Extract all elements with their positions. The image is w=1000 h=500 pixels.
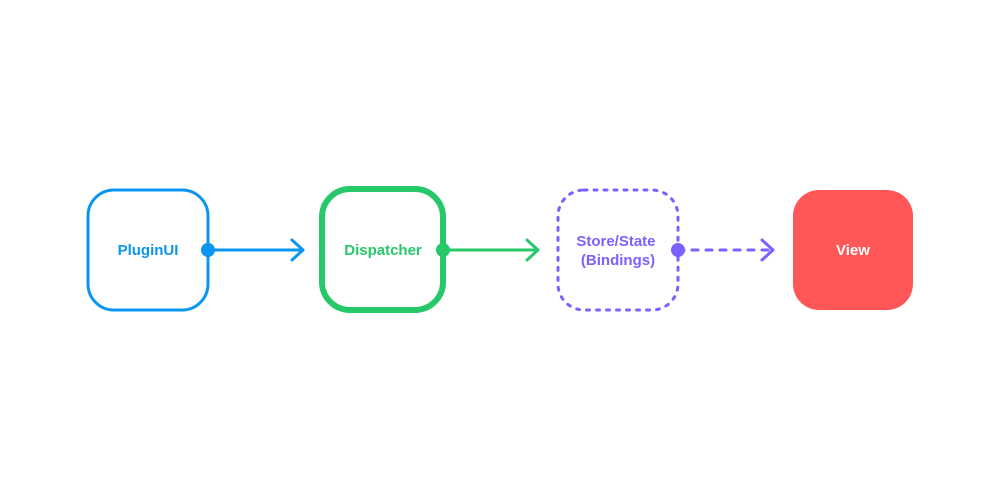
node-store-label: Store/State (Bindings) <box>576 233 659 269</box>
node-dispatcher-label: Dispatcher <box>344 242 422 259</box>
edge-pluginui-dispatcher <box>201 238 305 262</box>
node-pluginui[interactable]: PluginUI <box>86 188 210 312</box>
node-store[interactable]: Store/State (Bindings) <box>556 188 680 312</box>
edges <box>201 238 775 262</box>
edge-dispatcher-store <box>436 238 540 262</box>
node-view-label: View <box>836 242 870 259</box>
nodes: PluginUI Dispatcher Store/State (Binding… <box>86 186 913 313</box>
node-view[interactable]: View <box>793 190 913 310</box>
node-dispatcher[interactable]: Dispatcher <box>319 186 446 313</box>
edge-store-view <box>671 238 775 262</box>
node-pluginui-label: PluginUI <box>118 242 179 259</box>
